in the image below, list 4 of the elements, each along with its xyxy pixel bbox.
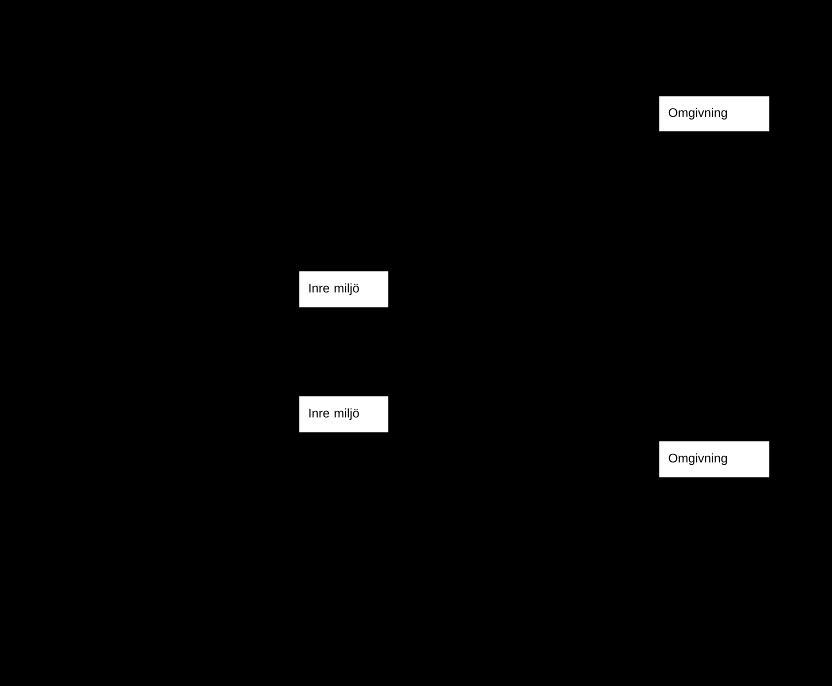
label-box: Omgivning xyxy=(659,441,770,478)
label-box: Inre miljö xyxy=(299,396,388,432)
label-box: Inre miljö xyxy=(299,271,388,308)
label-box: Omgivning xyxy=(659,96,770,132)
